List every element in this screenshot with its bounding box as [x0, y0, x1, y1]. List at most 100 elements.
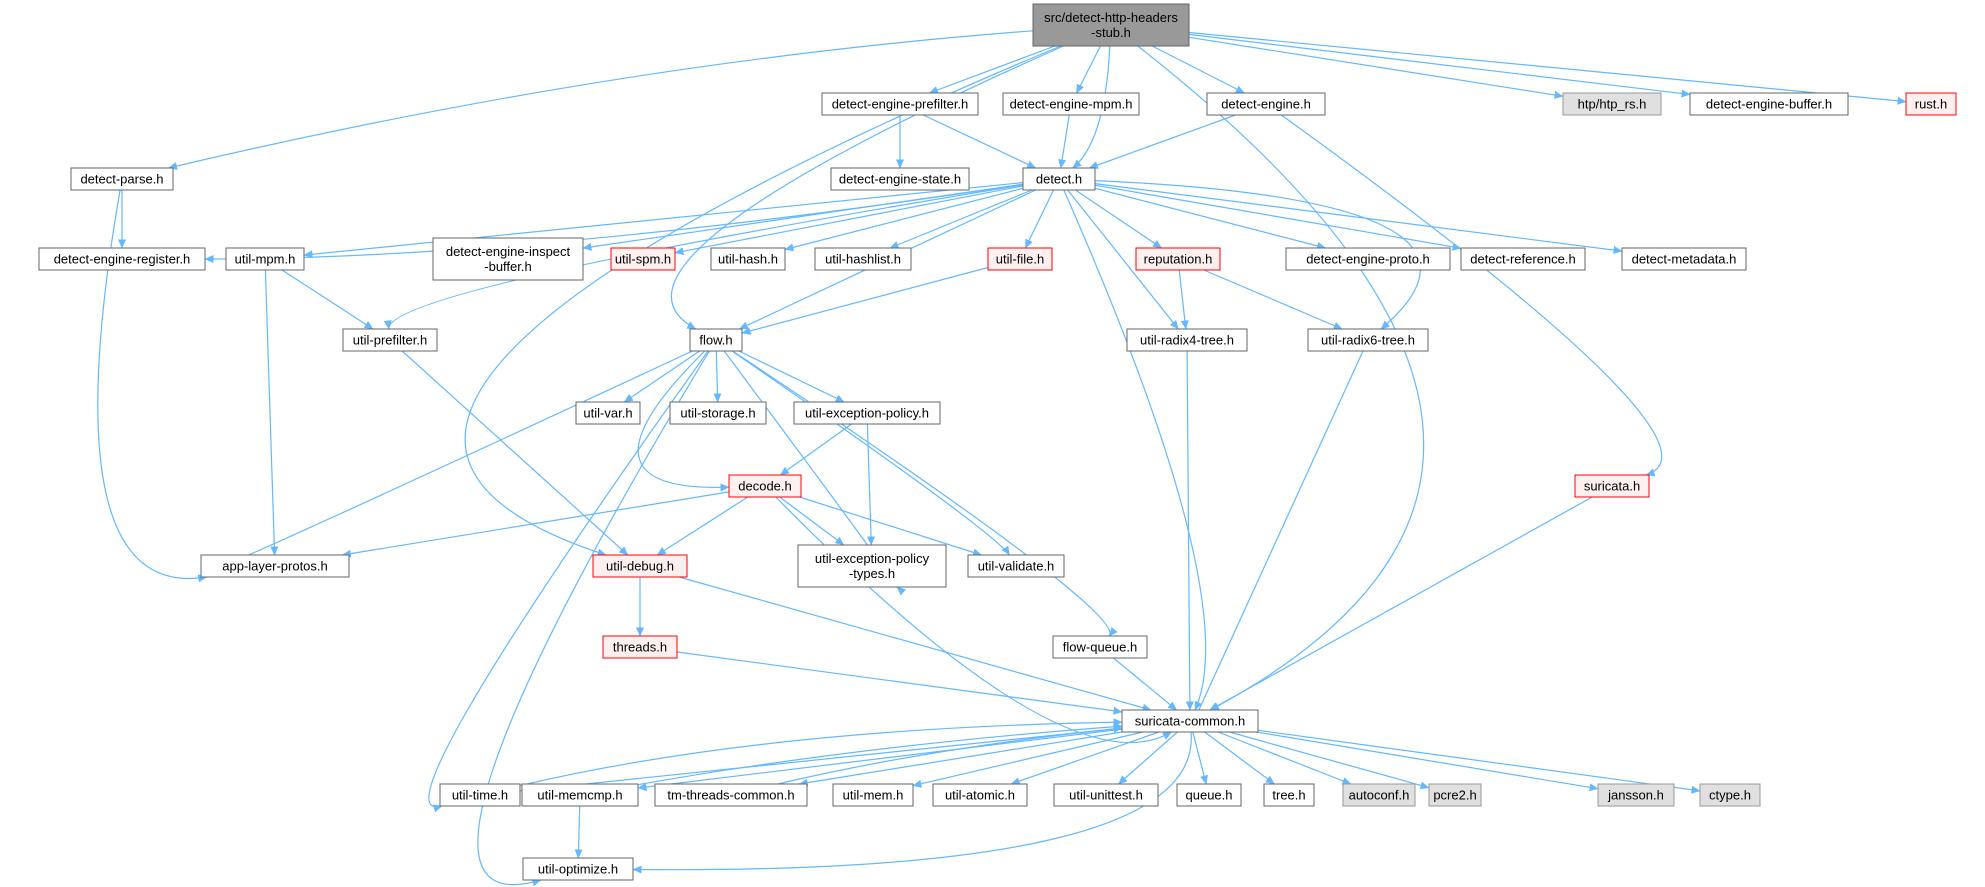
- node-label: detect-parse.h: [80, 172, 163, 187]
- node-jansson[interactable]: jansson.h: [1597, 783, 1675, 807]
- node-detect[interactable]: detect.h: [1022, 167, 1096, 191]
- node-label: reputation.h: [1144, 252, 1213, 267]
- node-metadata[interactable]: detect-metadata.h: [1621, 247, 1747, 271]
- node-label: util-memcmp.h: [537, 788, 622, 803]
- node-box: [832, 783, 914, 807]
- node-buffer[interactable]: detect-engine-buffer.h: [1689, 92, 1849, 116]
- node-flowqueue[interactable]: flow-queue.h: [1052, 635, 1148, 659]
- node-threads[interactable]: threads.h: [602, 635, 678, 659]
- node-label: src/detect-http-headers: [1044, 10, 1178, 25]
- node-label: util-hash.h: [718, 252, 778, 267]
- node-mpm[interactable]: detect-engine-mpm.h: [1002, 92, 1140, 116]
- node-flow[interactable]: flow.h: [689, 328, 743, 352]
- edge-flow-to-decode: [637, 350, 730, 492]
- node-box: [1053, 783, 1159, 807]
- node-label: htp/htp_rs.h: [1578, 97, 1647, 112]
- node-reputation[interactable]: reputation.h: [1135, 247, 1221, 271]
- node-root[interactable]: src/detect-http-headers-stub.h: [1032, 3, 1190, 47]
- node-htp[interactable]: htp/htp_rs.h: [1562, 92, 1662, 116]
- node-label: util-prefilter.h: [353, 333, 427, 348]
- node-utilmpm[interactable]: util-mpm.h: [225, 247, 305, 271]
- node-pcre2[interactable]: pcre2.h: [1428, 783, 1482, 807]
- node-queue[interactable]: queue.h: [1176, 783, 1242, 807]
- node-hash[interactable]: util-hash.h: [710, 247, 786, 271]
- node-suricata[interactable]: suricata.h: [1574, 474, 1650, 498]
- node-debug[interactable]: util-debug.h: [592, 554, 688, 578]
- node-box: [1032, 3, 1190, 47]
- node-box: [38, 247, 206, 271]
- node-box: [592, 554, 688, 578]
- node-label: detect-engine-proto.h: [1306, 252, 1430, 267]
- edge-parse-to-alproto: [97, 189, 208, 583]
- node-tree[interactable]: tree.h: [1263, 783, 1315, 807]
- node-label: tm-threads-common.h: [667, 788, 794, 803]
- node-box: [1905, 92, 1957, 116]
- node-label: flow-queue.h: [1063, 640, 1137, 655]
- node-validate[interactable]: util-validate.h: [967, 554, 1065, 578]
- node-exctypes[interactable]: util-exception-policy-types.h: [797, 544, 947, 588]
- node-optimize[interactable]: util-optimize.h: [522, 857, 634, 881]
- node-state[interactable]: detect-engine-state.h: [830, 167, 970, 191]
- edge-detect-to-radix4: [1067, 189, 1179, 330]
- edge-common-to-time: [519, 727, 1123, 794]
- node-label: detect-metadata.h: [1632, 252, 1737, 267]
- edge-threads-to-common: [676, 651, 1123, 715]
- node-label: util-mem.h: [843, 788, 904, 803]
- node-label: util-debug.h: [606, 559, 674, 574]
- node-label: suricata.h: [1584, 479, 1640, 494]
- node-box: [1307, 328, 1429, 352]
- node-label: util-validate.h: [978, 559, 1055, 574]
- node-hashlist[interactable]: util-hashlist.h: [814, 247, 912, 271]
- node-proto[interactable]: detect-engine-proto.h: [1285, 247, 1451, 271]
- node-ctype[interactable]: ctype.h: [1699, 783, 1761, 807]
- edges-layer: [97, 30, 1907, 887]
- node-mem[interactable]: util-mem.h: [832, 783, 914, 807]
- node-label: util-atomic.h: [945, 788, 1015, 803]
- node-unittest[interactable]: util-unittest.h: [1053, 783, 1159, 807]
- node-spm[interactable]: util-spm.h: [610, 247, 676, 271]
- node-label: detect-reference.h: [1470, 252, 1576, 267]
- node-atomic[interactable]: util-atomic.h: [932, 783, 1028, 807]
- edge-root-to-rust: [1188, 31, 1907, 105]
- node-rust[interactable]: rust.h: [1905, 92, 1957, 116]
- edge-decode-to-alproto: [341, 491, 730, 558]
- node-label: util-radix6-tree.h: [1321, 333, 1415, 348]
- node-file[interactable]: util-file.h: [987, 247, 1053, 271]
- edge-detect-to-reference: [1094, 184, 1462, 251]
- node-radix6[interactable]: util-radix6-tree.h: [1307, 328, 1429, 352]
- node-storage[interactable]: util-storage.h: [669, 401, 767, 425]
- node-box: [200, 554, 350, 578]
- edge-debug-to-common: [678, 576, 1152, 712]
- node-register[interactable]: detect-engine-register.h: [38, 247, 206, 271]
- node-inspect[interactable]: detect-engine-inspect-buffer.h: [432, 237, 584, 281]
- node-prefilter[interactable]: detect-engine-prefilter.h: [821, 92, 979, 116]
- edge-prefilter-to-detect: [923, 114, 1037, 169]
- node-alproto[interactable]: app-layer-protos.h: [200, 554, 350, 578]
- node-label: util-unittest.h: [1069, 788, 1143, 803]
- edge-root-to-engine: [1151, 45, 1245, 94]
- node-autoconf[interactable]: autoconf.h: [1342, 783, 1416, 807]
- node-tmthreads[interactable]: tm-threads-common.h: [654, 783, 808, 807]
- node-excpolicy[interactable]: util-exception-policy.h: [793, 401, 941, 425]
- node-parse[interactable]: detect-parse.h: [70, 167, 174, 191]
- node-box: [821, 92, 979, 116]
- edge-engine-to-suricata: [1280, 114, 1663, 477]
- node-common[interactable]: suricata-common.h: [1121, 709, 1259, 733]
- node-radix4[interactable]: util-radix4-tree.h: [1126, 328, 1248, 352]
- node-memcmp[interactable]: util-memcmp.h: [521, 783, 639, 807]
- node-time[interactable]: util-time.h: [439, 783, 521, 807]
- node-label: util-time.h: [452, 788, 508, 803]
- node-decode[interactable]: decode.h: [728, 474, 802, 498]
- node-box: [1342, 783, 1416, 807]
- node-var[interactable]: util-var.h: [575, 401, 641, 425]
- node-reference[interactable]: detect-reference.h: [1460, 247, 1586, 271]
- edge-flowqueue-to-common: [1113, 657, 1177, 711]
- node-utilprefilter[interactable]: util-prefilter.h: [342, 328, 438, 352]
- node-box: [575, 401, 641, 425]
- edge-common-to-tmthreads: [798, 731, 1123, 787]
- node-engine[interactable]: detect-engine.h: [1206, 92, 1326, 116]
- node-label: util-spm.h: [615, 252, 671, 267]
- node-label: app-layer-protos.h: [222, 559, 328, 574]
- edge-excpolicy-to-exctypes: [866, 423, 876, 546]
- node-label: -buffer.h: [484, 259, 531, 274]
